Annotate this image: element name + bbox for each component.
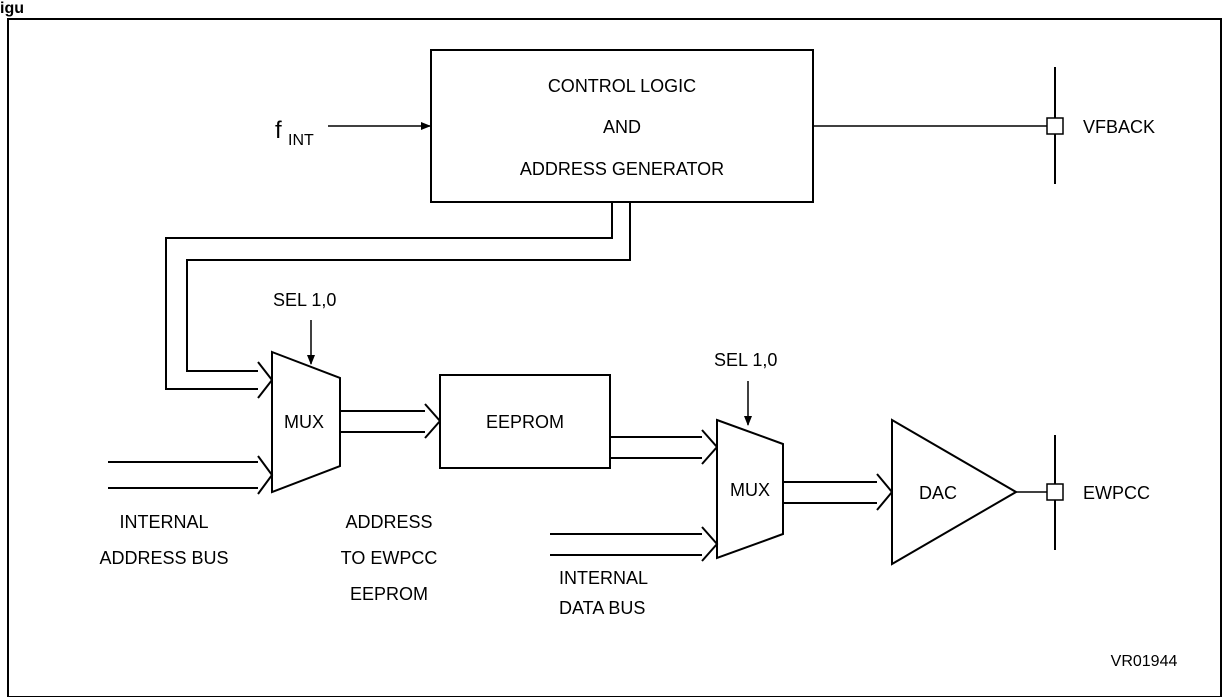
mux1-block: MUX	[271, 350, 341, 494]
internal-data-bus-line1: INTERNAL	[559, 568, 648, 588]
mux1-sel-label: SEL 1,0	[273, 290, 336, 310]
figure-id-label: VR01944	[1111, 653, 1178, 670]
internal-data-bus-line2: DATA BUS	[559, 598, 645, 618]
ewpcc-output: EWPCC	[1016, 435, 1150, 550]
ewpcc-label: EWPCC	[1083, 483, 1150, 503]
mux1-to-eeprom-bus	[340, 403, 442, 439]
address-gen-bus	[165, 202, 631, 399]
mux2-select: SEL 1,0	[714, 350, 777, 426]
fint-base-label: f	[275, 117, 282, 144]
ewpcc-pin	[1046, 483, 1064, 501]
mux2-to-dac-bus	[783, 473, 894, 511]
control-logic-block: CONTROL LOGIC AND ADDRESS GENERATOR	[430, 49, 814, 203]
address-to-eeprom-line1: ADDRESS	[345, 512, 432, 532]
vfback-pin	[1046, 117, 1064, 135]
eeprom-block: EEPROM	[439, 374, 611, 469]
mux1-label: MUX	[284, 412, 324, 432]
address-to-eeprom-line2: TO EWPCC	[341, 548, 438, 568]
dac-block: DAC	[891, 418, 1018, 566]
eeprom-to-mux2-bus	[610, 429, 719, 465]
mux1-select: SEL 1,0	[273, 290, 336, 365]
control-logic-line1: CONTROL LOGIC	[548, 76, 696, 96]
control-logic-line3: ADDRESS GENERATOR	[520, 159, 724, 179]
address-to-eeprom-line3: EEPROM	[350, 584, 428, 604]
internal-address-bus-line2: ADDRESS BUS	[99, 548, 228, 568]
vfback-label: VFBACK	[1083, 117, 1155, 137]
mux2-block: MUX	[716, 418, 784, 560]
figure-frame	[7, 18, 1222, 697]
figure-caption-fragment: igu	[0, 0, 24, 17]
vfback-output: VFBACK	[813, 67, 1155, 184]
fint-sub-label: INT	[288, 132, 314, 149]
eeprom-label: EEPROM	[486, 412, 564, 432]
mux2-sel-label: SEL 1,0	[714, 350, 777, 370]
dac-label: DAC	[919, 483, 957, 503]
internal-address-bus-line1: INTERNAL	[119, 512, 208, 532]
mux2-label: MUX	[730, 480, 770, 500]
control-logic-line2: AND	[603, 117, 641, 137]
internal-address-bus	[108, 455, 274, 495]
fint-input: f INT	[275, 117, 431, 149]
internal-data-bus	[550, 526, 719, 562]
